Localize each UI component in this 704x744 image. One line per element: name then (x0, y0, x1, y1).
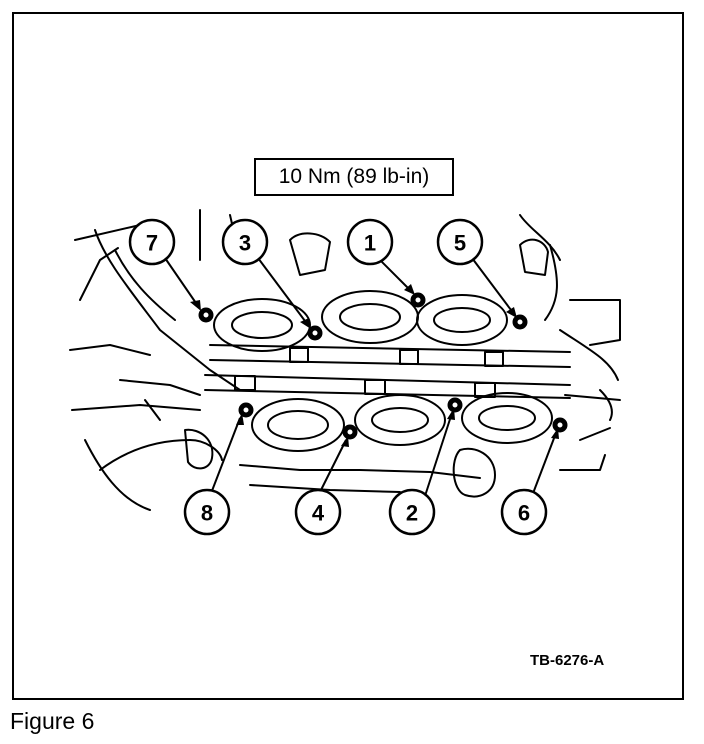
callout-6-circle (500, 488, 548, 536)
callout-2-circle (388, 488, 436, 536)
figure-caption: Figure 6 (10, 708, 95, 734)
callout-8-label: 8 (201, 501, 213, 526)
callout-5-label: 5 (454, 231, 466, 256)
torque-spec-box: 10 Nm (89 lb-in) (254, 158, 454, 196)
manifold-bolts (198, 292, 568, 440)
fuel-rail (204, 344, 571, 399)
callout-7-circle (128, 218, 176, 266)
callout-1-label: 1 (364, 231, 376, 256)
lower-intake-ports (251, 392, 553, 452)
callout-3-label: 3 (239, 231, 251, 256)
callout-4-label: 4 (312, 501, 325, 526)
callout-leaders (164, 257, 557, 497)
reference-code: TB-6276-A (530, 652, 605, 669)
callout-5-circle (436, 218, 484, 266)
callout-8-circle (183, 488, 231, 536)
callout-1-circle (346, 218, 394, 266)
callout-3-circle (221, 218, 269, 266)
callout-4-circle (294, 488, 342, 536)
callout-2-label: 2 (406, 501, 418, 526)
callout-arrowheads (190, 284, 559, 447)
upper-intake-ports (213, 290, 508, 352)
callout-7-label: 7 (146, 231, 158, 256)
figure-frame (12, 12, 684, 700)
engine-background-linework (69, 209, 621, 511)
callout-6-label: 6 (518, 501, 530, 526)
